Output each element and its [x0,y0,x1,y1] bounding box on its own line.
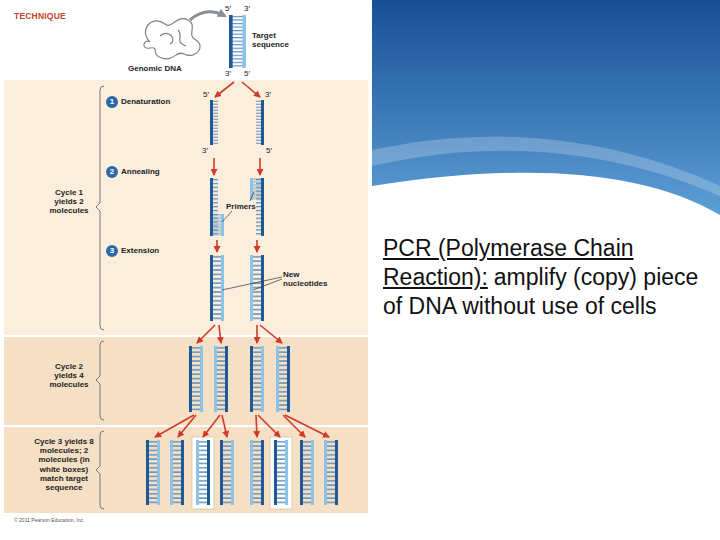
step-callout: 3Extension [106,245,118,257]
step-callout: 1Denaturation [106,96,118,108]
single-strand [256,100,264,145]
arrow [219,325,221,343]
red-arrows [155,82,329,437]
arrow [155,415,194,437]
arrow [283,415,305,437]
bracket [96,341,104,420]
arrow [256,325,258,343]
dna-molecule [250,346,264,412]
strand-end: 5′ [244,69,250,78]
cycle-band [4,80,368,335]
target-label: Target sequence [252,31,296,49]
target-dna [229,15,246,68]
dna-molecule [196,440,210,505]
dna-molecule [300,440,314,505]
leader-line [222,277,282,290]
dna-molecule [170,440,184,505]
step-name: Denaturation [121,96,170,108]
dna-molecule [250,255,264,321]
single-strand [210,100,218,145]
arrow [216,240,218,252]
slide-text: PCR (Polymerase Chain Reaction):amplify … [383,234,713,321]
arrow [215,82,234,97]
strand-end: 5′ [203,90,209,99]
callout-number: 3 [106,245,118,257]
dna-molecule [324,440,338,505]
strand-end: 3′ [202,146,208,155]
copyright: © 2011 Pearson Education, Inc. [14,518,84,524]
cycle-band [4,337,368,425]
arrow [178,415,196,437]
arrow [213,158,215,175]
callout-number: 1 [106,96,118,108]
dna-molecule [276,346,290,412]
cycle-band [4,427,368,513]
cycle-label: Cycle 1 yields 2 molecules [44,188,94,216]
primers-label: Primers [226,202,256,211]
arrow [260,325,282,343]
dna-molecule [250,440,264,505]
arrow [242,82,260,97]
step-callout: 2Annealing [106,166,118,178]
dna-molecule [146,440,160,505]
strand-end: 5′ [225,4,231,13]
arrow [256,240,258,252]
primer [210,214,224,236]
dna-molecule [220,440,234,505]
cycle-label: Cycle 2 yields 4 molecules [44,362,94,390]
curved-arrow [190,12,225,20]
white-box [192,437,214,509]
dna-molecule [189,346,203,412]
arrow [222,415,227,437]
dna-molecule [210,255,224,321]
nucleotides-label: New nucleotides [283,270,339,288]
step-name: Extension [121,245,159,257]
arrow [285,415,329,437]
swoosh-streak [372,137,720,196]
arrow [256,415,257,437]
white-box [270,437,292,509]
strand-end: 5′ [266,146,272,155]
dna-molecule [214,346,228,412]
dna-molecule [274,440,288,505]
genomic-label: Genomic DNA [128,64,182,73]
strand-end: 3′ [244,4,250,13]
strand-end: 3′ [225,69,231,78]
arrow [203,415,220,437]
cycle-label: Cycle 3 yields 8 molecules; 2 molecules … [30,437,98,492]
step-name: Annealing [121,166,160,178]
bracket [96,86,104,330]
callout-number: 2 [106,166,118,178]
strand-end: 3′ [265,90,271,99]
figure-header: TECHNIQUE [14,12,66,22]
arrow [258,415,280,437]
blue-swoosh [372,0,720,215]
arrow [259,158,261,175]
arrow [197,325,215,343]
bracket [96,431,104,509]
genomic-dna [144,19,200,59]
